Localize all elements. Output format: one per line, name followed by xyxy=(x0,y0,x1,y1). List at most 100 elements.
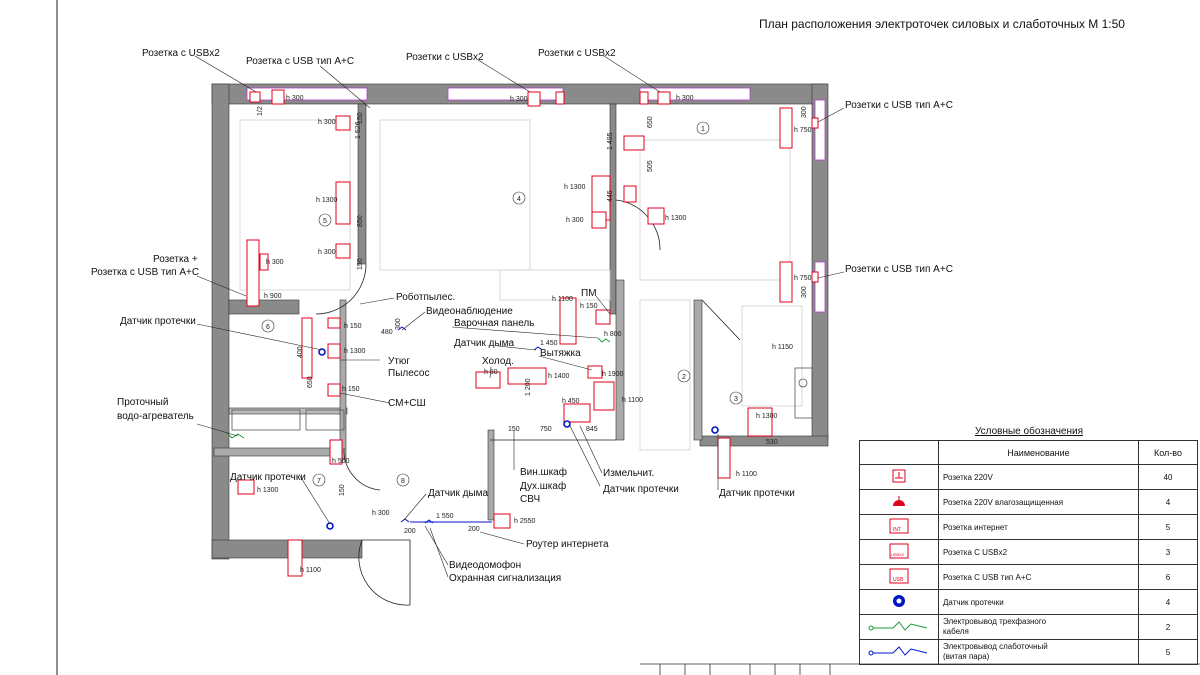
label-iron: Утюг xyxy=(388,356,410,367)
svg-text:1 495: 1 495 xyxy=(607,132,614,150)
legend-row: Электровывод слаботочный(витая пара) 5 xyxy=(859,639,1198,665)
svg-text:4: 4 xyxy=(517,196,521,203)
svg-text:2: 2 xyxy=(682,374,686,381)
svg-text:400: 400 xyxy=(297,346,304,358)
legend-row-count: 40 xyxy=(1138,464,1198,490)
label-water-heater-2: водо-агреватель xyxy=(117,411,194,422)
label-robot: Роботпылес. xyxy=(396,291,455,303)
label-usb2-a: Розетка с USBx2 xyxy=(142,48,220,59)
svg-text:8: 8 xyxy=(401,478,405,485)
svg-text:200: 200 xyxy=(468,526,480,533)
svg-text:h 900: h 900 xyxy=(264,293,282,300)
svg-text:h 1300: h 1300 xyxy=(257,487,279,494)
label-usb-ac-r2: Розетки с USB тип А+С xyxy=(845,264,953,275)
socket-usb-ac-icon: USB xyxy=(889,568,909,584)
title-block-fragment xyxy=(640,663,1200,675)
svg-text:h 1100: h 1100 xyxy=(622,397,643,404)
svg-text:1 550: 1 550 xyxy=(436,513,454,520)
room-number-labels: 1 2 3 4 5 6 7 8 xyxy=(266,126,738,485)
svg-text:h 300: h 300 xyxy=(286,95,304,102)
svg-text:h 500: h 500 xyxy=(332,458,350,465)
svg-text:h 1300: h 1300 xyxy=(756,413,778,420)
svg-text:7: 7 xyxy=(317,478,321,485)
label-pm: ПМ xyxy=(581,288,597,299)
label-alarm: Охранная сигнализация xyxy=(449,573,561,584)
label-grinder: Измельчит. xyxy=(603,468,654,479)
label-hood: Вытяжка xyxy=(540,348,581,359)
svg-text:480: 480 xyxy=(381,329,393,336)
legend-table: Наименование Кол-во Розетка 220V 40 Розе… xyxy=(859,440,1198,665)
three-phase-cable-marks xyxy=(225,337,611,439)
svg-text:h 150: h 150 xyxy=(344,323,362,330)
svg-text:h 1300: h 1300 xyxy=(344,348,366,355)
legend-row-count: 4 xyxy=(1138,489,1198,515)
label-usb2-c: Розетки с USBx2 xyxy=(538,48,616,59)
legend-row-name: Розетка С USBx2 xyxy=(938,539,1139,565)
low-voltage-cable-icon xyxy=(868,646,928,656)
svg-text:h 1100: h 1100 xyxy=(736,471,757,478)
leak-sensor-icon xyxy=(563,420,571,428)
leader-lines xyxy=(194,55,845,578)
label-router: Роутер интернета xyxy=(526,539,609,550)
svg-text:h 50: h 50 xyxy=(484,369,498,376)
label-microwave: СВЧ xyxy=(520,494,540,505)
socket-waterproof-icon xyxy=(893,496,905,506)
svg-text:1: 1 xyxy=(701,126,705,133)
svg-text:650: 650 xyxy=(647,116,654,128)
leak-sensor-icon xyxy=(318,348,326,356)
svg-text:h 1900: h 1900 xyxy=(602,371,624,378)
svg-text:h 1150: h 1150 xyxy=(772,344,793,351)
svg-text:h 800: h 800 xyxy=(604,331,622,338)
svg-text:3: 3 xyxy=(734,396,738,403)
legend-row-name: Датчик протечки xyxy=(938,589,1139,615)
furniture-outline xyxy=(239,119,803,451)
label-fridge: Холод. xyxy=(482,356,514,367)
legend-row: Розетка 220V влагозащищенная 4 xyxy=(859,489,1198,515)
svg-text:150: 150 xyxy=(339,484,346,496)
svg-text:USBX2: USBX2 xyxy=(891,552,905,557)
svg-text:1 526: 1 526 xyxy=(355,121,362,139)
svg-text:h 1400: h 1400 xyxy=(548,373,570,380)
legend-header-row: Наименование Кол-во xyxy=(859,440,1198,465)
legend-row-name: Розетка С USB тип А+С xyxy=(938,564,1139,590)
legend-col-count: Кол-во xyxy=(1138,440,1198,465)
svg-text:h 1100: h 1100 xyxy=(552,296,573,303)
svg-text:1 200: 1 200 xyxy=(525,378,532,396)
doors xyxy=(315,199,741,606)
label-water-heater-1: Проточный xyxy=(117,397,168,408)
svg-text:h 1300: h 1300 xyxy=(316,197,338,204)
label-video: Видеонаблюдение xyxy=(426,305,513,317)
label-oven: Дух.шкаф xyxy=(520,480,566,492)
label-usb-ac-r1: Розетки с USB тип А+С xyxy=(845,100,953,111)
legend-row-count: 5 xyxy=(1138,514,1198,540)
legend-row-name: Электровывод слаботочный(витая пара) xyxy=(938,639,1139,665)
svg-text:h 150: h 150 xyxy=(580,303,598,310)
bathroom-fixtures xyxy=(231,367,813,431)
room-numbers xyxy=(261,121,743,487)
svg-text:300: 300 xyxy=(801,106,808,118)
label-rozetka-plus-2: Розетка с USB тип А+С xyxy=(91,267,199,278)
svg-text:h 1300: h 1300 xyxy=(665,215,687,222)
svg-text:h 450: h 450 xyxy=(562,398,580,405)
svg-text:1 450: 1 450 xyxy=(540,340,558,347)
label-cooktop: Варочная панель xyxy=(454,318,534,329)
svg-text:200: 200 xyxy=(404,528,416,535)
svg-text:h 300: h 300 xyxy=(266,259,284,266)
legend-title: Условные обозначения xyxy=(974,426,1084,437)
leak-sensors xyxy=(318,348,719,530)
legend-row: INT Розетка интернет 5 xyxy=(859,514,1198,540)
dimension-texts: h 300 h 300 h 300 h 300 h 300 h 300 h 30… xyxy=(257,95,812,574)
svg-text:6: 6 xyxy=(266,324,270,331)
svg-text:h 1300: h 1300 xyxy=(564,184,586,191)
label-leak-sensor-1: Датчик протечки xyxy=(120,316,196,327)
svg-text:505: 505 xyxy=(647,160,654,172)
leak-sensor-icon xyxy=(893,595,905,607)
socket-usb2-icon: USBX2 xyxy=(889,543,909,559)
svg-text:h 750: h 750 xyxy=(794,275,812,282)
svg-text:h 300: h 300 xyxy=(318,249,336,256)
plan-title: План расположения электроточек силовых и… xyxy=(759,17,1125,31)
legend-row: Розетка 220V 40 xyxy=(859,464,1198,490)
legend-row-name: Розетка интернет xyxy=(938,514,1139,540)
